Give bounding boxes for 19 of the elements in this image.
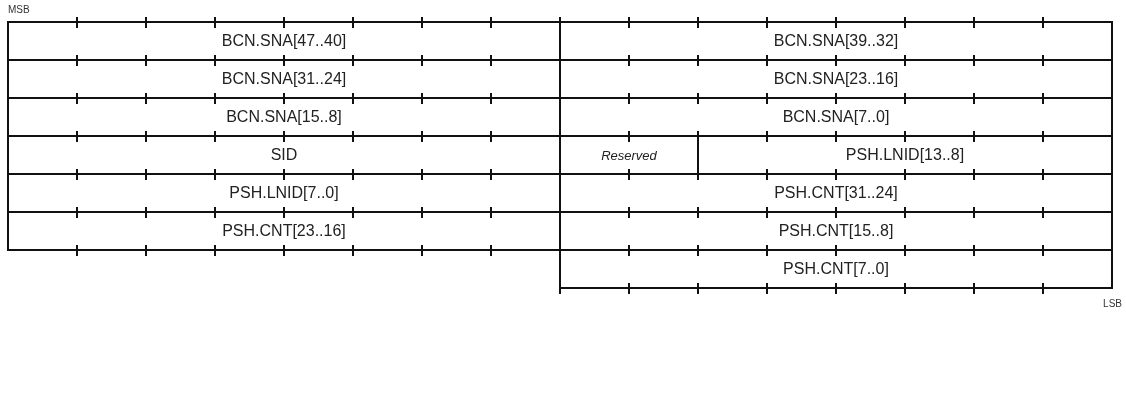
field-label: BCN.SNA[31..24] xyxy=(221,70,347,88)
field-label: PSH.CNT[7..0] xyxy=(783,260,889,278)
field-label: BCN.SNA[7..0] xyxy=(782,108,890,126)
bit-field-cell xyxy=(559,21,1113,61)
field-label: PSH.CNT[15..8] xyxy=(778,222,894,240)
lsb-label: LSB xyxy=(1103,298,1122,309)
field-label: BCN.SNA[23..16] xyxy=(773,70,899,88)
bit-field-cell xyxy=(7,211,561,251)
field-label: PSH.LNID[7..0] xyxy=(229,184,339,202)
field-label: Reserved xyxy=(601,147,657,163)
field-label: PSH.CNT[23..16] xyxy=(222,222,346,240)
bit-field-cell xyxy=(7,21,561,61)
field-label: BCN.SNA[39..32] xyxy=(773,32,899,50)
field-label: PSH.CNT[31..24] xyxy=(774,184,898,202)
field-label: BCN.SNA[47..40] xyxy=(221,32,347,50)
field-label: BCN.SNA[15..8] xyxy=(226,108,342,126)
field-label: PSH.LNID[13..8] xyxy=(845,146,965,164)
bit-field-cell xyxy=(559,249,1113,289)
field-label: SID xyxy=(270,146,298,164)
